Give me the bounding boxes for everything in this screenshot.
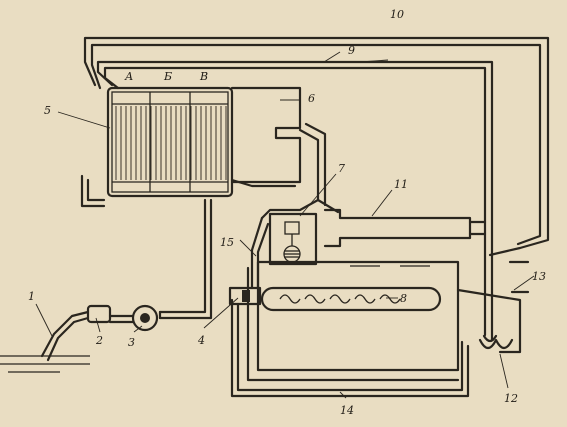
valve-7 <box>268 212 318 266</box>
callout-7: 7 <box>338 162 345 175</box>
callout-9: 9 <box>348 44 355 57</box>
tank-11 <box>316 198 487 248</box>
callout-1: 1 <box>28 290 35 303</box>
callout-5: 5 <box>44 104 51 117</box>
section-v-label: В <box>199 70 208 83</box>
pipe-14 <box>230 298 470 398</box>
inlet-1 <box>0 310 90 373</box>
outlet-pipe <box>158 198 213 320</box>
callout-13: 13 <box>532 270 546 283</box>
pipe-12-13 <box>456 260 530 354</box>
callout-14: 14 <box>340 404 354 417</box>
callout-8: 8 <box>400 292 407 305</box>
callout-4: 4 <box>197 334 205 347</box>
pipe-9 <box>96 60 494 342</box>
pipe-15 <box>250 216 270 290</box>
section-b-label: Б <box>163 70 172 83</box>
pipe-10 <box>83 36 550 257</box>
pump-4 <box>228 286 262 306</box>
radiator-fins <box>115 106 227 180</box>
callout-10: 10 <box>390 8 404 21</box>
filter-2 <box>86 304 112 324</box>
heater-coil-8 <box>279 294 401 304</box>
callout-12: 12 <box>504 392 518 405</box>
callout-3: 3 <box>128 336 135 349</box>
section-a-label: А <box>124 70 133 83</box>
pump-3 <box>108 304 159 332</box>
callout-2: 2 <box>95 334 103 347</box>
callout-6: 6 <box>308 92 315 105</box>
callout-11: 11 <box>394 178 408 191</box>
radiator-block <box>80 86 297 208</box>
tank-6 <box>230 86 302 184</box>
main-tank <box>246 260 460 382</box>
callout-15: 15 <box>220 236 234 249</box>
